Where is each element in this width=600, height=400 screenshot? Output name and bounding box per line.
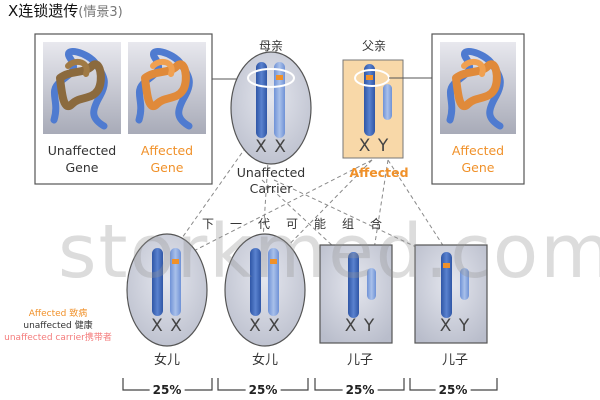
- gene-panel-left: [34, 33, 213, 185]
- child-4-y-chromosome: [460, 268, 469, 300]
- watermark: storkmed.com: [58, 209, 600, 295]
- child-2-marker: [270, 259, 277, 264]
- mother-x-chromosome-2: [274, 62, 285, 138]
- child-3-y-chromosome: [367, 268, 376, 300]
- child-3-cell: [319, 244, 393, 344]
- child-2-x-chromosome-1: [250, 248, 261, 316]
- child-1-label: 女儿: [153, 353, 181, 368]
- legend: Affected 致病 unaffected 健康 unaffected car…: [4, 308, 112, 344]
- child-4-label: 儿子: [441, 353, 469, 368]
- child-2-chromosomes: X X: [249, 316, 281, 336]
- child-3-percent: 25%: [342, 384, 378, 396]
- affected-gene-label-left: Affected Gene: [140, 143, 194, 175]
- mother-zoom-ring: [247, 68, 295, 88]
- affected-protein-icon: [135, 47, 193, 130]
- mother-status-label: Unaffected Carrier: [236, 165, 306, 197]
- father-y-chromosome: [383, 84, 392, 120]
- father-status-label: Affected: [349, 165, 409, 180]
- father-cell: [342, 59, 404, 159]
- mother-label: 母亲: [258, 39, 284, 53]
- child-2-x-chromosome-2: [268, 248, 279, 316]
- mother-x-chromosome-1: [256, 62, 267, 138]
- child-3-label: 儿子: [346, 353, 374, 368]
- child-1-cell: [126, 233, 208, 347]
- unaffected-gene-label: Unaffected Gene: [47, 143, 117, 175]
- child-1-chromosomes: X X: [151, 316, 183, 336]
- legend-unaffected: unaffected 健康: [23, 321, 93, 332]
- father-chromosomes-label: X Y: [358, 136, 390, 156]
- child-3-x-chromosome: [348, 252, 359, 318]
- legend-carrier: unaffected carrier携带者: [4, 333, 112, 344]
- child-4-marker: [443, 263, 450, 268]
- legend-affected: Affected 致病: [28, 309, 88, 319]
- child-4-percent: 25%: [435, 384, 471, 396]
- title-sub: (情景3): [78, 5, 123, 20]
- child-2-percent: 25%: [245, 384, 281, 396]
- father-label: 父亲: [361, 39, 387, 53]
- child-4-chromosomes: X Y: [439, 316, 471, 336]
- mother-cell: [230, 51, 312, 165]
- gene-panel-right: [431, 33, 525, 185]
- title-main: X连锁遗传: [8, 2, 79, 20]
- child-1-x-chromosome-2: [170, 248, 181, 316]
- unaffected-protein-icon: [50, 47, 108, 130]
- child-1-percent: 25%: [149, 384, 185, 396]
- affected-gene-label-right: Affected Gene: [451, 143, 505, 175]
- child-4-cell: [414, 244, 488, 344]
- father-x-chromosome: [364, 64, 375, 136]
- child-2-cell: [224, 233, 306, 347]
- next-generation-heading: 下一代可能组合: [201, 217, 399, 231]
- mother-carrier-marker: [276, 75, 283, 80]
- child-1-marker: [172, 259, 179, 264]
- child-3-chromosomes: X Y: [344, 316, 376, 336]
- page-title: X连锁遗传(情景3): [8, 2, 123, 20]
- father-affected-marker: [366, 75, 373, 80]
- child-2-label: 女儿: [251, 353, 279, 368]
- affected-protein-icon-right: [446, 47, 504, 130]
- child-1-x-chromosome-1: [152, 248, 163, 316]
- child-4-x-chromosome: [441, 252, 452, 318]
- mother-chromosomes-label: X X: [255, 137, 287, 157]
